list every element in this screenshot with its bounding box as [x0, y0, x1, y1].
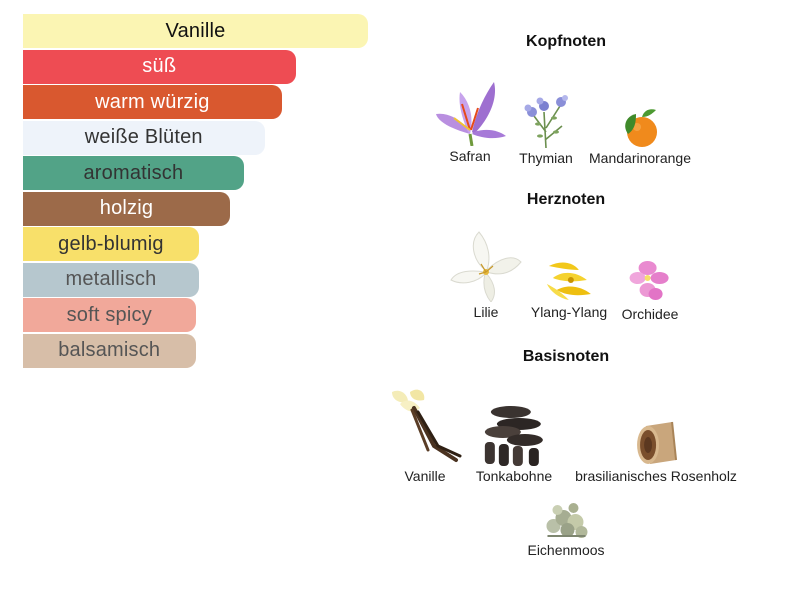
top-notes-title: Kopfnoten — [526, 33, 606, 50]
accord-bar: holzig — [23, 191, 230, 226]
lily-icon — [450, 231, 522, 302]
note-vanilla[interactable]: Vanille — [384, 386, 466, 484]
saffron-icon — [436, 82, 506, 146]
accord-label: aromatisch — [83, 161, 184, 184]
accord-list: Vanille süß warm würzig weiße Blüten aro… — [23, 14, 368, 369]
note-label: Safran — [449, 148, 491, 164]
accord-bar: gelb-blumig — [23, 227, 199, 261]
accord-bar: warm würzig — [23, 85, 282, 119]
note-orchid[interactable]: Orchidee — [621, 256, 679, 322]
accord-label: holzig — [99, 197, 154, 219]
accord-bar: weiße Blüten — [23, 120, 265, 155]
accord-label: metallisch — [65, 268, 157, 290]
note-label: Lilie — [473, 304, 499, 320]
accord-bar: Vanille — [23, 14, 368, 48]
note-label: Orchidee — [621, 306, 679, 322]
accord-bar: süß — [23, 49, 296, 84]
note-label: Vanille — [404, 468, 446, 484]
accord-label: soft spicy — [66, 303, 152, 326]
accord-label: warm würzig — [95, 90, 210, 113]
note-ylang-ylang[interactable]: Ylang-Ylang — [531, 256, 607, 320]
note-label: brasilianisches Rosenholz — [575, 468, 737, 484]
note-pyramid: Kopfnoten Safran Thymian — [380, 0, 780, 595]
vanilla-icon — [392, 389, 462, 462]
orchid-icon — [630, 261, 669, 300]
ylang-ylang-icon — [547, 262, 591, 300]
note-mandarin-orange[interactable]: Mandarinorange — [589, 104, 691, 166]
note-label: Tonkabohne — [475, 468, 553, 484]
note-label: Thymian — [519, 150, 573, 166]
oakmoss-icon — [545, 503, 587, 538]
tonka-bean-icon — [484, 406, 543, 466]
accord-bar: metallisch — [23, 262, 199, 297]
accord-label: weiße Blüten — [84, 126, 203, 148]
accord-label: süß — [142, 55, 177, 77]
note-lily[interactable]: Lilie — [449, 230, 523, 320]
note-label: Eichenmoos — [527, 542, 605, 558]
note-rosewood[interactable]: brasilianisches Rosenholz — [575, 420, 737, 484]
accord-label: gelb-blumig — [58, 232, 164, 255]
accord-bar: aromatisch — [23, 156, 244, 190]
note-saffron[interactable]: Safran — [432, 74, 508, 164]
accord-bar: balsamisch — [23, 333, 196, 368]
rosewood-icon — [637, 421, 677, 464]
accord-bar: soft spicy — [23, 298, 196, 332]
thyme-icon — [524, 95, 568, 148]
accord-label: balsamisch — [58, 339, 161, 361]
base-notes-title: Basisnoten — [522, 348, 610, 365]
note-oakmoss[interactable]: Eichenmoos — [527, 496, 605, 558]
mandarin-orange-icon — [625, 109, 657, 147]
note-label: Mandarinorange — [589, 150, 691, 166]
note-label: Ylang-Ylang — [530, 304, 608, 320]
note-thyme[interactable]: Thymian — [518, 92, 574, 166]
heart-notes-title: Herznoten — [526, 191, 606, 208]
accord-label: Vanille — [165, 19, 226, 42]
note-tonka-bean[interactable]: Tonkabohne — [476, 402, 552, 484]
